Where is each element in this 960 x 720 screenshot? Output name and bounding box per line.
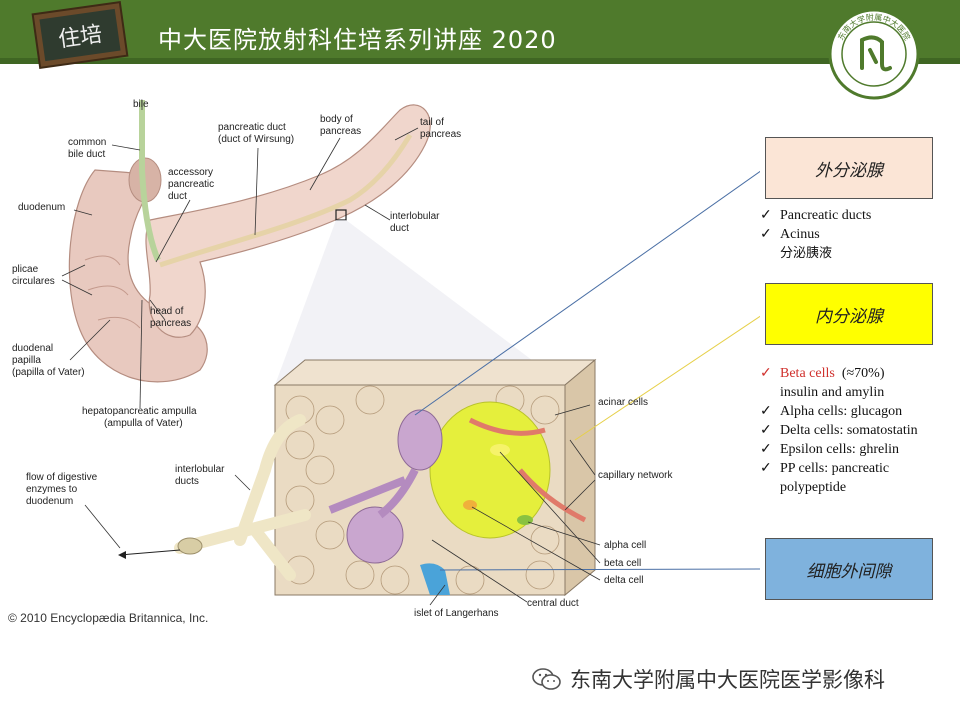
leader-exocrine (414, 170, 760, 416)
capillary-shape (468, 417, 587, 523)
check-icon: ✓ (760, 423, 772, 438)
label-flow-3: duodenum (26, 496, 73, 507)
endocrine-title: 内分泌腺 (815, 306, 883, 327)
badge-text: 住培 (57, 22, 104, 53)
extracellular-title: 细胞外间隙 (806, 561, 892, 582)
label-tail-2: pancreas (420, 129, 461, 140)
label-plicae-2: circulares (12, 276, 55, 287)
label-bile: bile (133, 99, 149, 110)
duodenum-fold-1 (84, 255, 121, 266)
label-body-1: body of (320, 114, 353, 125)
list-item: ✓Acinus (760, 227, 820, 242)
acinus-purple-1 (397, 409, 443, 471)
extracellular-shape (420, 563, 450, 595)
check-icon: ✓ (760, 461, 772, 476)
pancreas-shape (145, 104, 431, 338)
flow-arrowhead (118, 551, 126, 559)
zoom-wedge (275, 220, 565, 385)
duodenum-fold-3 (97, 316, 141, 329)
beta-cells-label: Beta cells (780, 366, 835, 381)
flow-arrow (119, 549, 181, 556)
label-common-bile-duct-2: bile duct (68, 149, 105, 160)
alpha-cell-shape (517, 515, 533, 525)
bile-duct-shape (139, 100, 161, 262)
label-alpha-cell: alpha cell (604, 540, 646, 551)
label-interlobular-ducts-2: ducts (175, 476, 199, 487)
label-ampulla-1: hepatopancreatic ampulla (82, 406, 197, 417)
duct-opening (177, 537, 203, 555)
check-icon: ✓ (760, 366, 772, 381)
wechat-icon (532, 668, 561, 690)
leader-endocrine (574, 315, 760, 441)
label-duodenal-papilla-1: duodenal (12, 343, 53, 354)
label-plicae-1: plicae (12, 264, 39, 275)
label-interlobular-1: interlobular (390, 211, 440, 222)
islet-shape (429, 401, 551, 539)
label-ampulla-2: (ampulla of Vater) (104, 418, 183, 429)
label-head-1: head of (150, 306, 184, 317)
footer: 东南大学附属中大医院医学影像科 (532, 664, 885, 694)
duodenum-fold-2 (87, 285, 129, 296)
header-band (0, 58, 960, 64)
label-central-duct: central duct (527, 598, 579, 609)
list-item: insulin and amylin (780, 385, 885, 400)
endocrine-box: 内分泌腺 (765, 283, 933, 345)
label-beta-cell: beta cell (604, 558, 641, 569)
hospital-seal-icon: 东南大学附属中大医院 (828, 8, 920, 100)
label-pancreatic-duct-1: pancreatic duct (218, 122, 286, 133)
tissue-block-top (273, 359, 597, 386)
list-item: 分泌胰液 (760, 244, 871, 263)
label-duodenal-papilla-3: (papilla of Vater) (12, 367, 85, 378)
list-item: ✓Pancreatic ducts (760, 208, 872, 223)
label-leaders (61, 100, 601, 606)
label-acinar-cells: acinar cells (598, 397, 648, 408)
label-pancreatic-duct-2: (duct of Wirsung) (218, 134, 294, 145)
label-interlobular-ducts-1: interlobular (175, 464, 225, 475)
pancreas-diagram: bile common bile duct duodenum plicae ci… (12, 99, 760, 619)
footer-text: 东南大学附属中大医院医学影像科 (570, 668, 885, 692)
label-duodenum: duodenum (18, 202, 65, 213)
label-flow-1: flow of digestive (26, 472, 98, 483)
label-flow-2: enzymes to (26, 484, 78, 495)
exocrine-note: 分泌胰液 (780, 246, 833, 261)
list-item: ✓Alpha cells: glucagon (760, 404, 903, 419)
exocrine-box: 外分泌腺 (765, 137, 933, 199)
check-icon: ✓ (760, 442, 772, 457)
label-duodenal-papilla-2: papilla (12, 355, 41, 366)
purple-duct-shape (328, 468, 419, 519)
label-interlobular-2: duct (390, 223, 409, 234)
beta-cell-shape (490, 444, 510, 456)
check-icon: ✓ (760, 227, 772, 242)
label-capillary-network: capillary network (598, 470, 673, 481)
label-head-2: pancreas (150, 318, 191, 329)
label-islet: islet of Langerhans (414, 608, 499, 619)
endocrine-list: ✓Beta cells (≈70%) insulin and amylin ✓A… (760, 364, 918, 497)
check-icon: ✓ (760, 208, 772, 223)
check-icon: ✓ (760, 404, 772, 419)
tissue-block-side (564, 358, 596, 597)
list-item: ✓Epsilon cells: ghrelin (760, 442, 899, 457)
exocrine-title: 外分泌腺 (815, 160, 883, 181)
list-item: polypeptide (780, 480, 847, 495)
label-accessory-2: pancreatic (168, 179, 214, 190)
page-title: 中大医院放射科住培系列讲座 2020 (158, 26, 557, 54)
extracellular-box: 细胞外间隙 (765, 538, 933, 600)
label-accessory-3: duct (168, 191, 187, 202)
exocrine-list: ✓Pancreatic ducts ✓Acinus 分泌胰液 (760, 206, 871, 263)
chalkboard-logo-icon: 住培 (31, 1, 129, 69)
label-body-2: pancreas (320, 126, 361, 137)
list-item: ✓Delta cells: somatostatin (760, 423, 918, 438)
list-item: ✓Beta cells (≈70%) (760, 366, 885, 381)
acinus-purple-2 (346, 506, 404, 564)
label-delta-cell: delta cell (604, 575, 643, 586)
label-accessory-1: accessory (168, 167, 213, 178)
header-bar (0, 0, 960, 62)
leader-extracellular (439, 568, 760, 571)
label-tail-1: tail of (420, 117, 444, 128)
copyright-text: © 2010 Encyclopædia Britannica, Inc. (8, 611, 209, 625)
pancreatic-duct-shape (159, 133, 413, 268)
label-common-bile-duct-1: common (68, 137, 106, 148)
list-item: ✓PP cells: pancreatic (760, 461, 890, 476)
